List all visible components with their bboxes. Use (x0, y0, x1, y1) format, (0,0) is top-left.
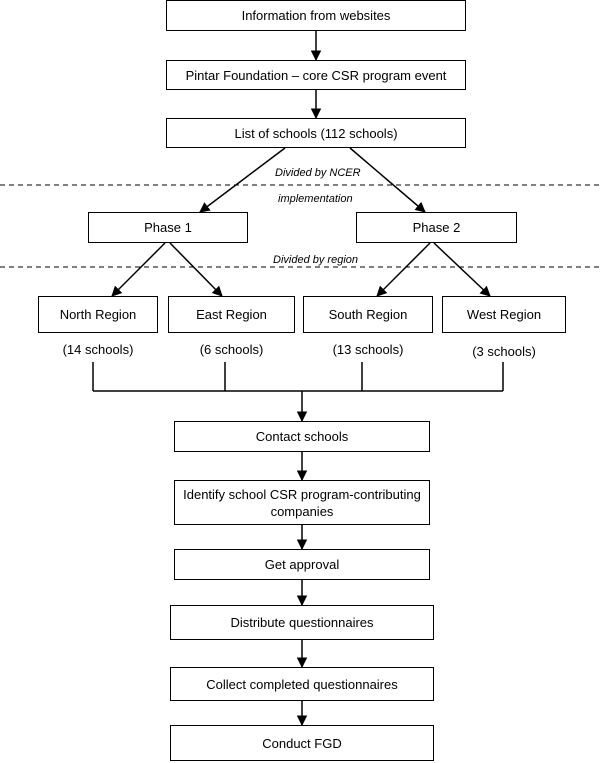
count-east: (6 schools) (199, 342, 264, 357)
arrow-phase2-south (376, 242, 431, 297)
node-west-region: West Region (442, 296, 566, 333)
note-divided-by-region: Divided by region (270, 254, 361, 266)
node-get-approval: Get approval (174, 549, 430, 580)
node-pintar-foundation: Pintar Foundation – core CSR program eve… (166, 60, 466, 90)
arrow-phase1-east (169, 242, 223, 297)
node-south-region: South Region (303, 296, 433, 333)
node-identify-companies: Identify school CSR program-contributing… (174, 480, 430, 525)
arrow-list-phase1 (199, 147, 286, 213)
arrow-phase1-north (111, 242, 166, 297)
node-information-from-websites: Information from websites (166, 0, 466, 31)
arrow-phase2-west (433, 242, 491, 297)
node-list-of-schools: List of schools (112 schools) (166, 118, 466, 148)
node-distribute-questionnaires: Distribute questionnaires (170, 605, 434, 640)
node-contact-schools: Contact schools (174, 421, 430, 452)
node-collect-questionnaires: Collect completed questionnaires (170, 667, 434, 701)
node-north-region: North Region (38, 296, 158, 333)
node-conduct-fgd: Conduct FGD (170, 725, 434, 761)
node-phase-2: Phase 2 (356, 212, 517, 243)
count-north: (14 schools) (62, 342, 134, 357)
arrow-list-phase2 (349, 147, 426, 213)
node-phase-1: Phase 1 (88, 212, 248, 243)
node-east-region: East Region (168, 296, 295, 333)
note-implementation: implementation (275, 193, 356, 205)
count-south: (13 schools) (332, 342, 404, 357)
count-west: (3 schools) (472, 344, 536, 359)
note-divided-by-ncer: Divided by NCER (272, 167, 364, 179)
